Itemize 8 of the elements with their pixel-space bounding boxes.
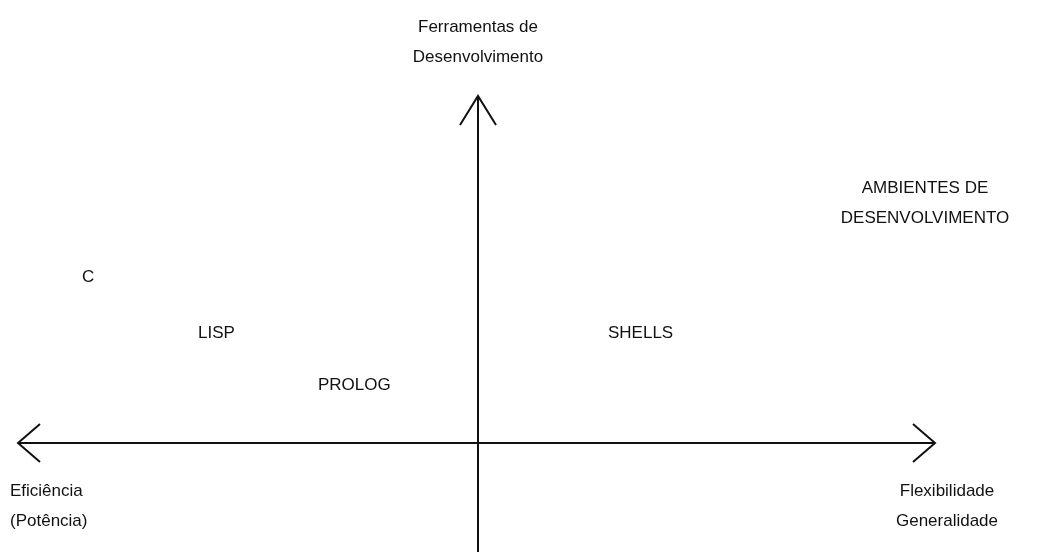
axis-label: Eficiência (Potência): [10, 480, 89, 532]
axis-label: C: [82, 266, 96, 288]
axis-label: Flexibilidade Generalidade: [894, 480, 1000, 532]
axis-label: PROLOG: [318, 374, 392, 396]
axis-label: LISP: [198, 322, 236, 344]
axis-label: SHELLS: [608, 322, 675, 344]
axis-label: Ferramentas de Desenvolvimento: [411, 16, 545, 68]
axis-label: AMBIENTES DE DESENVOLVIMENTO: [839, 177, 1011, 229]
